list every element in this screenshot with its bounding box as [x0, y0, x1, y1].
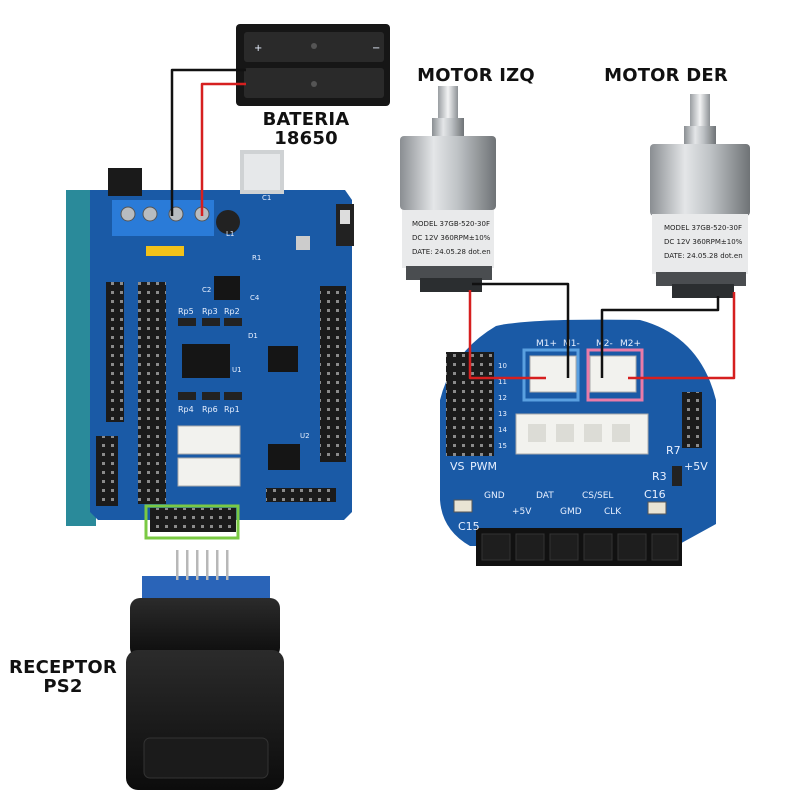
motor-left-label: MOTOR IZQ	[417, 65, 535, 86]
receiver-pin	[186, 550, 189, 580]
main-controller-board	[66, 150, 354, 532]
component-label: U1	[232, 366, 242, 374]
pin-header-label: CS/SEL	[582, 491, 613, 501]
motor-driver-board	[440, 319, 716, 566]
resistor-label: Rp6	[202, 405, 218, 414]
motor-right-model: MODEL 37GB-520-30F	[664, 224, 742, 232]
component-label: C16	[644, 488, 666, 501]
battery-holder: + −	[236, 24, 390, 106]
connector-label: M1+	[536, 339, 557, 349]
resistor-label: Rp1	[224, 405, 240, 414]
motor-right-black-wire	[600, 296, 720, 378]
motor-right-date: DATE: 24.05.28 dot.en	[664, 252, 743, 260]
motor-left-black-wire	[472, 282, 570, 378]
motor-right-red-wire	[628, 292, 736, 380]
motor-left-spec: DC 12V 360RPM±10%	[412, 234, 491, 242]
m1-connector-highlight	[522, 348, 580, 402]
pin-header-label: GMD	[560, 507, 582, 517]
motor-left: MODEL 37GB-520-30F DC 12V 360RPM±10% DAT…	[400, 86, 496, 292]
motor-left-red-wire	[468, 290, 546, 380]
pin-number-label: 12	[498, 394, 507, 402]
component-label: C4	[250, 294, 260, 302]
motor-left-model: MODEL 37GB-520-30F	[412, 220, 490, 228]
component-label: C2	[202, 286, 211, 294]
svg-text:+: +	[254, 43, 262, 54]
svg-text:−: −	[372, 43, 380, 54]
component-label: VS	[450, 460, 465, 473]
pin-number-label: 13	[498, 410, 507, 418]
pin-number-label: 10	[498, 362, 507, 370]
motor-right: MODEL 37GB-520-30F DC 12V 360RPM±10% DAT…	[650, 94, 750, 298]
pin-header-label: +5V	[512, 507, 532, 517]
component-label: U2	[300, 432, 310, 440]
resistor-label: Rp4	[178, 405, 194, 414]
pin-header-label: DAT	[536, 491, 554, 501]
resistor-label: Rp3	[202, 307, 218, 316]
component-label: R7	[666, 444, 681, 457]
connector-label: M1-	[563, 339, 580, 349]
component-label: R3	[652, 470, 667, 483]
wires	[170, 68, 736, 380]
component-label: R1	[252, 254, 261, 262]
m2-connector-highlight	[586, 348, 644, 402]
motor-right-label: MOTOR DER	[604, 65, 728, 86]
component-label: +5V	[684, 460, 708, 473]
connector-label: M2+	[620, 339, 641, 349]
receiver-pin	[196, 550, 199, 580]
receiver-label: RECEPTOR PS2	[9, 657, 117, 697]
motor-left-date: DATE: 24.05.28 dot.en	[412, 248, 491, 256]
component-label: C1	[262, 194, 271, 202]
battery-black-wire	[170, 68, 246, 216]
component-label: L1	[226, 230, 234, 238]
ps2-header-highlight	[144, 504, 240, 540]
connector-label: M2-	[596, 339, 613, 349]
component-label: D1	[248, 332, 258, 340]
component-label: C15	[458, 520, 480, 533]
pin-header-label: CLK	[604, 507, 622, 517]
resistor-label: Rp2	[224, 307, 240, 316]
resistor-label: Rp5	[178, 307, 194, 316]
pin-number-label: 14	[498, 426, 507, 434]
receiver-pin	[226, 550, 229, 580]
receiver-pin	[216, 550, 219, 580]
battery-label: BATERIA 18650	[262, 109, 350, 149]
ps2-receiver	[126, 550, 284, 790]
receiver-pin	[176, 550, 179, 580]
component-label: PWM	[470, 460, 497, 473]
pin-number-label: 11	[498, 378, 507, 386]
motor-right-spec: DC 12V 360RPM±10%	[664, 238, 743, 246]
pin-header-label: GND	[484, 491, 505, 501]
receiver-pin	[206, 550, 209, 580]
pin-number-label: 15	[498, 442, 507, 450]
battery-red-wire	[200, 82, 246, 216]
